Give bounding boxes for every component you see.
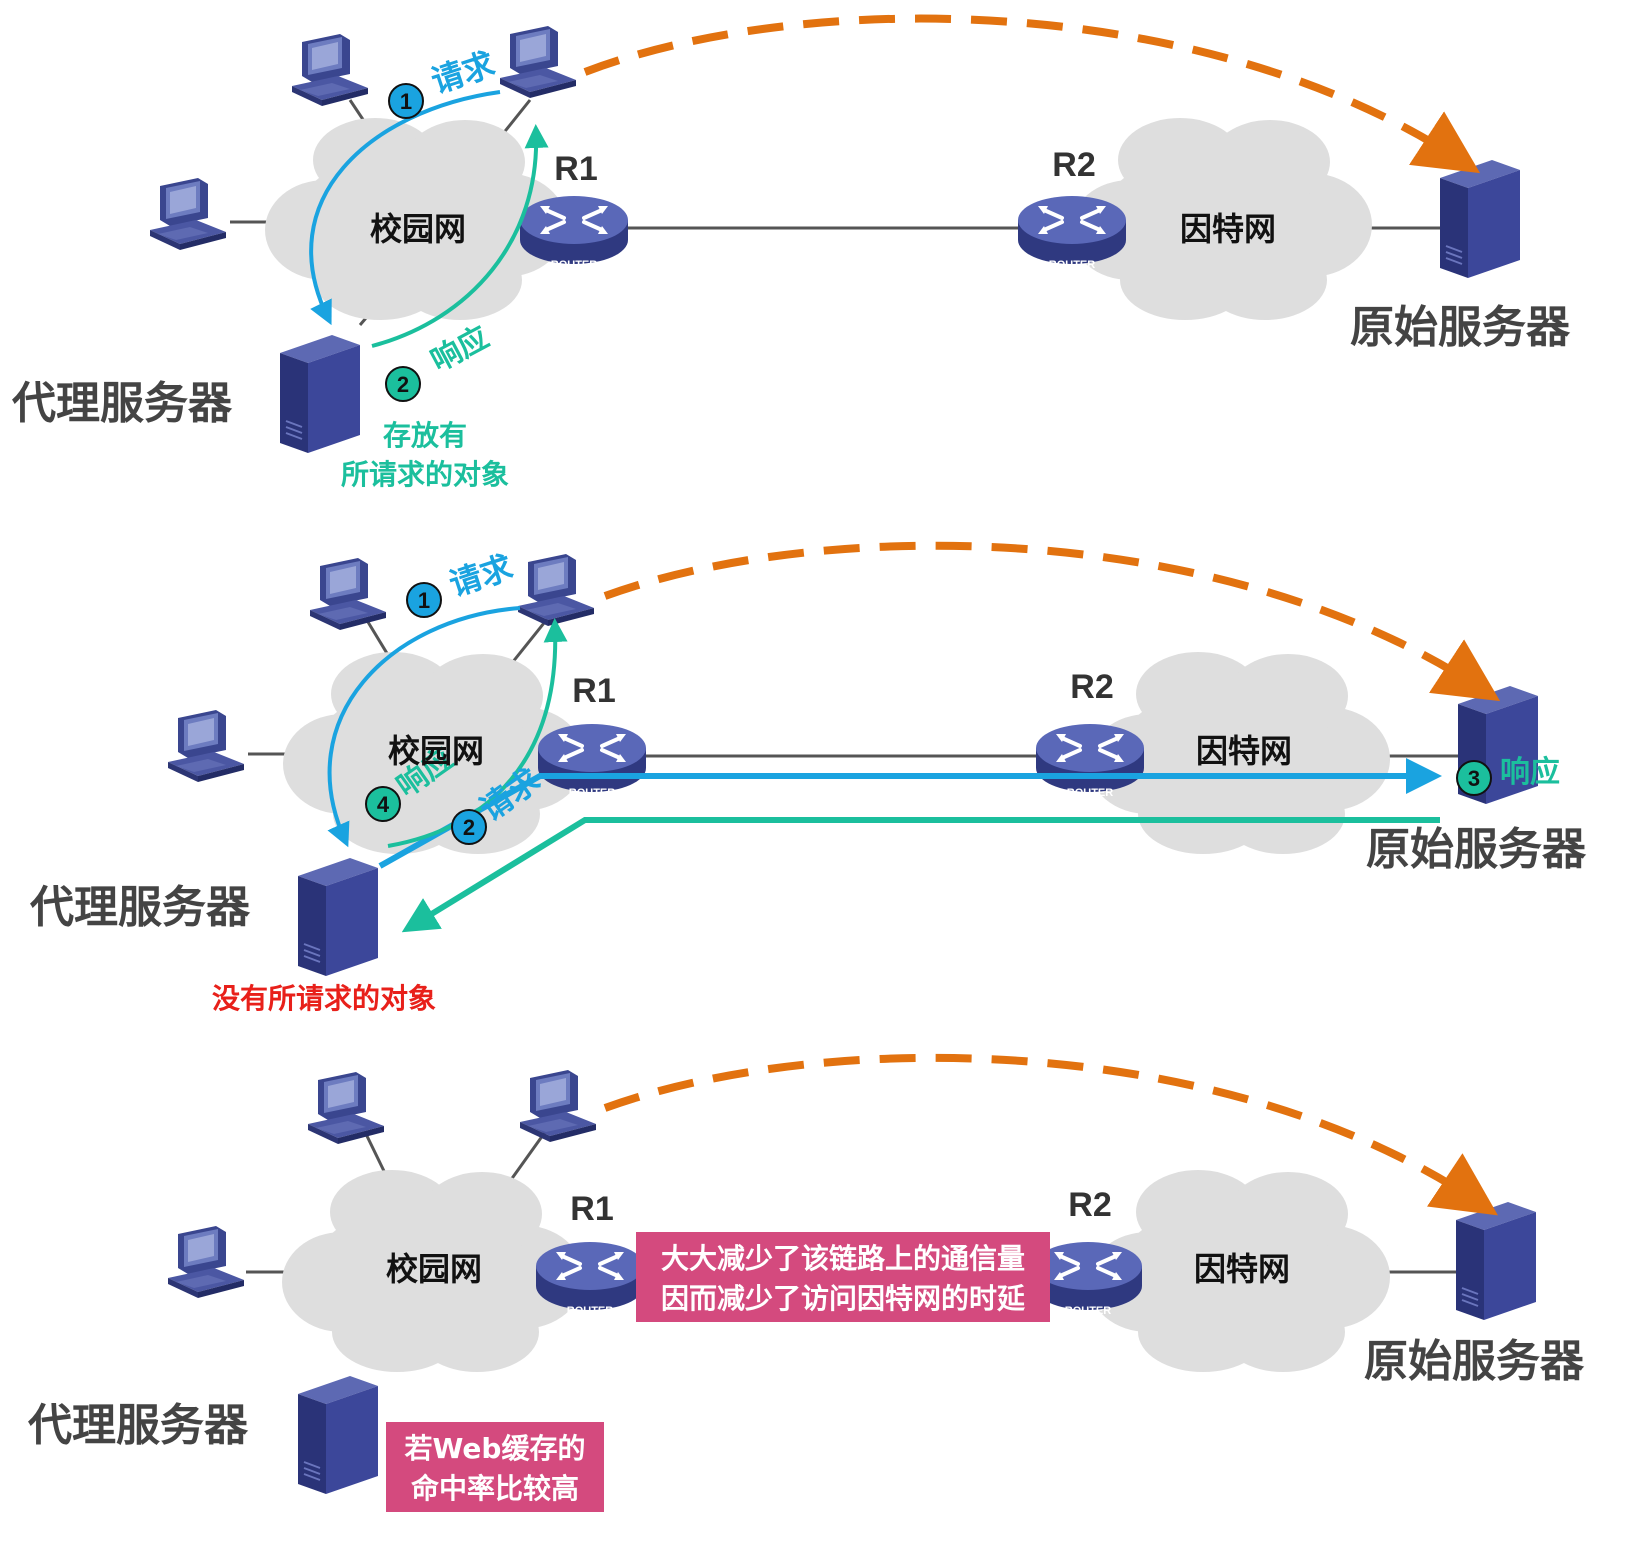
router-tag: ROUTER — [569, 787, 616, 799]
proxy-server-label: 代理服务器 — [11, 378, 233, 429]
router-icon — [536, 722, 648, 794]
pc-icon — [518, 554, 594, 626]
router-r2-label: R2 — [1068, 1186, 1111, 1224]
proxy-server-label: 代理服务器 — [27, 1400, 249, 1451]
response-arrow — [371, 124, 549, 348]
cache-note-line2: 所请求的对象 — [341, 458, 509, 491]
orange-dashed-arrow — [603, 541, 1501, 702]
origin-server-label: 原始服务器 — [1366, 824, 1587, 875]
router-tag: ROUTER — [1049, 259, 1096, 271]
proxy-server-icon — [279, 334, 361, 454]
orange-dashed-arrow — [603, 1053, 1498, 1216]
request-arrow-1 — [327, 606, 521, 848]
router-tag: ROUTER — [1065, 1305, 1112, 1317]
proxy-server-icon — [297, 1375, 379, 1495]
step-number: 1 — [400, 89, 412, 114]
router-r1-label: R1 — [570, 1190, 613, 1228]
request-arrow — [309, 90, 501, 326]
campus-network-label: 校园网 — [370, 210, 466, 248]
internet-label: 因特网 — [1194, 1250, 1290, 1288]
internet-label: 因特网 — [1180, 210, 1276, 248]
response-arrow-4 — [387, 618, 568, 848]
response-label-3: 响应 — [1500, 755, 1560, 790]
hit-rate-note-line1: 若Web缓存的 — [405, 1432, 586, 1465]
router-icon — [1016, 194, 1128, 266]
router-icon — [1032, 1240, 1144, 1312]
orange-dashed-arrow — [583, 14, 1481, 174]
step-number: 2 — [397, 372, 409, 397]
router-icon — [1034, 722, 1146, 794]
cache-note-line1: 存放有 — [383, 419, 467, 452]
hit-rate-note-line2: 命中率比较高 — [411, 1472, 579, 1505]
router-icon — [518, 194, 630, 266]
request-arrow-2 — [378, 758, 1442, 869]
router-tag: ROUTER — [1067, 787, 1114, 799]
router-tag: ROUTER — [551, 259, 598, 271]
pc-icon — [168, 710, 244, 782]
pc-icon — [520, 1070, 596, 1142]
step-number: 1 — [418, 588, 430, 613]
campus-network-label: 校园网 — [386, 1250, 482, 1288]
origin-server-label: 原始服务器 — [1350, 302, 1571, 353]
origin-server-icon — [1439, 159, 1521, 279]
router-r2-label: R2 — [1052, 146, 1095, 184]
panel-cache-hit: 1 2 请求 响应 校园网 因特网 R1 R2 ROUTER ROUTER 代理… — [0, 0, 1628, 518]
cache-miss-note: 没有所请求的对象 — [212, 982, 436, 1015]
pc-icon — [150, 178, 226, 250]
link-note-box — [636, 1232, 1050, 1322]
pc-icon — [308, 1072, 384, 1144]
router-icon — [534, 1240, 646, 1312]
panel-cache-miss: 1 2 3 4 请求 请求 响应 响应 校园网 因特网 R1 R2 ROUTER… — [0, 518, 1628, 1036]
pc-icon — [168, 1226, 244, 1298]
step-badge — [451, 809, 487, 845]
proxy-server-label: 代理服务器 — [29, 882, 251, 933]
pc-icon — [500, 26, 576, 98]
router-r2-label: R2 — [1070, 668, 1113, 706]
campus-network-label: 校园网 — [388, 732, 484, 770]
response-arrow-3 — [401, 817, 1440, 933]
pc-icon — [310, 558, 386, 630]
proxy-server-icon — [297, 857, 379, 977]
step-number: 3 — [1468, 766, 1480, 791]
panel-cache-benefit: 大大减少了该链路上的通信量 因而减少了访问因特网的时延 若Web缓存的 命中率比… — [0, 1036, 1628, 1554]
step-badge — [1456, 760, 1492, 796]
request-label-1: 请求 — [445, 548, 518, 604]
step-badge — [388, 83, 424, 119]
origin-server-label: 原始服务器 — [1364, 1336, 1585, 1387]
step-badge — [365, 786, 401, 822]
router-r1-label: R1 — [554, 150, 597, 188]
link-note-line1: 大大减少了该链路上的通信量 — [661, 1242, 1025, 1275]
origin-server-icon — [1455, 1201, 1537, 1321]
step-number: 4 — [377, 792, 390, 817]
step-badge — [406, 582, 442, 618]
link-note-line2: 因而减少了访问因特网的时延 — [661, 1282, 1026, 1315]
internet-label: 因特网 — [1196, 732, 1292, 770]
step-number: 2 — [463, 815, 475, 840]
router-r1-label: R1 — [572, 672, 615, 710]
step-badge — [385, 366, 421, 402]
hit-rate-note-box — [386, 1422, 604, 1512]
router-tag: ROUTER — [567, 1305, 614, 1317]
response-label: 响应 — [425, 320, 494, 379]
pc-icon — [292, 34, 368, 106]
